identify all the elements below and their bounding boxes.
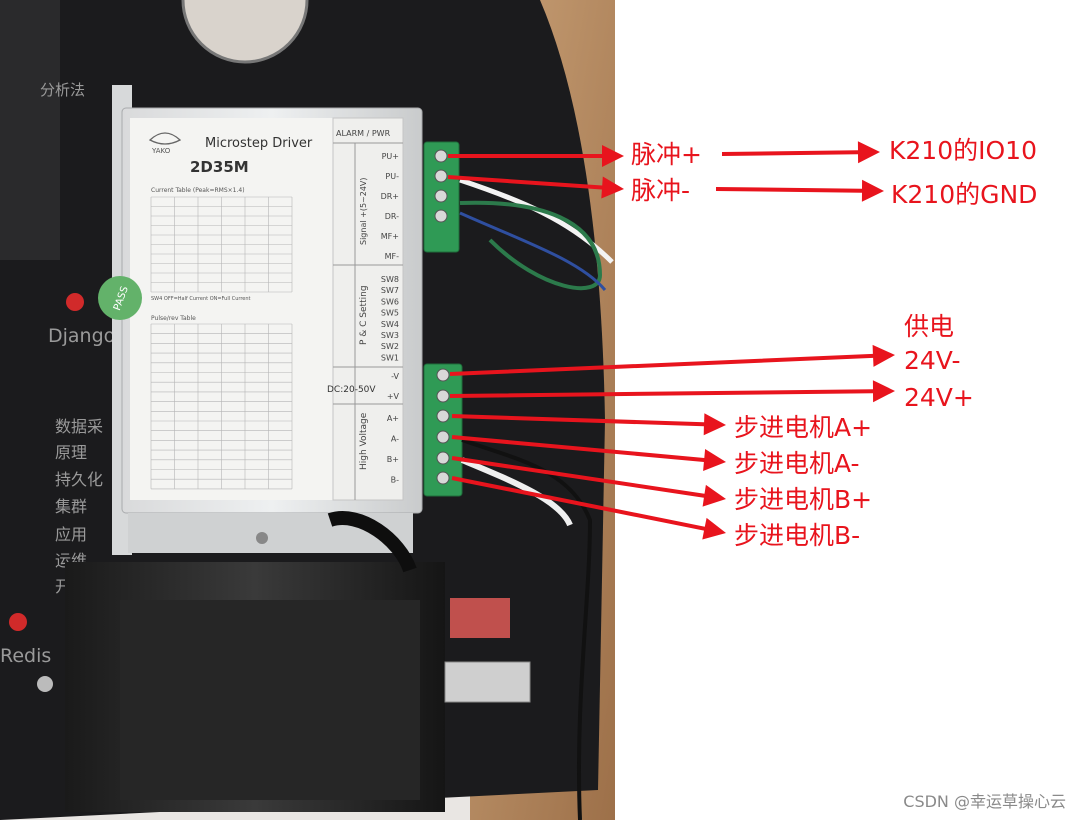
brand-text: YAKO	[151, 147, 171, 155]
mat-text: 原理	[55, 443, 87, 462]
arrow-pu-plus	[448, 145, 624, 167]
motor-face	[120, 600, 420, 800]
terminal-screw	[434, 189, 448, 203]
arrow-motor-b-plus	[451, 456, 726, 507]
watermark: CSDN @幸运草操心云	[903, 792, 1066, 811]
terminal-screw	[436, 451, 450, 465]
arrow-to-k210-io10	[722, 141, 880, 164]
alarm-pwr-label: ALARM / PWR	[336, 129, 391, 138]
terminal-screw	[436, 430, 450, 444]
current-table-note: SW4 OFF=Half Current ON=Full Current	[151, 296, 251, 302]
mat-text: Redis	[0, 645, 51, 667]
left-panel	[0, 0, 60, 260]
label-motor-a-plus: 步进电机A+	[734, 413, 873, 442]
arrow-motor-b-minus	[451, 476, 726, 540]
terminal-screws	[434, 149, 450, 485]
mat-text: 应用	[55, 525, 87, 544]
label-24v-minus: 24V-	[904, 346, 961, 375]
pin-label: SW1	[381, 353, 399, 362]
label-24v-plus: 24V+	[904, 383, 974, 412]
mat-text: 分析法	[40, 81, 85, 99]
photo-illustration: 分析法 Django 数据采 原理 持久化 集群 应用 运维 开发 Redis …	[0, 0, 615, 820]
arrow-motor-a-minus	[451, 435, 726, 471]
pin-label: PU-	[385, 172, 399, 181]
pin-label: DR-	[385, 212, 399, 221]
model-text: 2D35M	[190, 158, 249, 176]
label-motor-b-plus: 步进电机B+	[734, 485, 873, 514]
label-motor-b-minus: 步进电机B-	[734, 521, 861, 550]
top-knob	[181, 0, 309, 64]
terminal-screw	[434, 169, 448, 183]
pin-label: SW5	[381, 309, 399, 318]
screw	[256, 532, 268, 544]
terminal-screw	[436, 471, 450, 485]
dc-voltage-label: DC:20-50V	[327, 385, 376, 395]
pin-label: +V	[387, 392, 400, 401]
shaft-coupler	[450, 598, 510, 638]
label-k210-gnd: K210的GND	[891, 180, 1038, 209]
label-power-title: 供电	[904, 312, 955, 341]
pin-label: DR+	[381, 192, 399, 201]
terminal-screw	[436, 368, 450, 382]
mat-text: Django	[48, 325, 115, 347]
motor-cable	[327, 511, 417, 573]
wire-white	[460, 457, 573, 527]
pin-label: A-	[391, 435, 399, 444]
driver-pin-panel	[332, 117, 404, 501]
wire-green	[459, 200, 603, 291]
pin-label: B+	[387, 455, 399, 464]
terminal-screw	[434, 149, 448, 163]
pin-label: SW4	[381, 320, 399, 329]
pin-label: A+	[387, 414, 399, 423]
pin-label: SW2	[381, 342, 399, 351]
driver-photo: 分析法 Django 数据采 原理 持久化 集群 应用 运维 开发 Redis …	[0, 0, 615, 820]
motor-stud	[37, 676, 53, 692]
pulse-table	[150, 323, 293, 490]
label-pulse-minus: 脉冲-	[631, 176, 691, 205]
mat-text: 数据采	[55, 417, 103, 436]
label-pulse-plus: 脉冲+	[631, 140, 702, 169]
current-table-title: Current Table (Peak=RMS×1.4)	[151, 187, 245, 194]
label-motor-a-minus: 步进电机A-	[734, 449, 860, 478]
yako-logo	[148, 132, 182, 145]
mat-text: 集群	[55, 497, 87, 516]
wire-blue	[459, 211, 607, 291]
signal-group-label: Signal +(5~24V)	[359, 177, 368, 245]
driver-label-panel	[130, 118, 333, 500]
pin-label: MF-	[385, 252, 400, 261]
current-table	[150, 196, 293, 293]
arrow-motor-a-plus	[451, 413, 726, 436]
pin-label: -V	[391, 372, 399, 381]
pin-label: PU+	[382, 152, 399, 161]
pin-labels: PU+ PU- DR+ DR- MF+ MF- SW8SW7SW6SW5SW4SW3SW2S…	[381, 152, 400, 485]
pin-label: SW7	[381, 286, 399, 295]
model-line-text: Microstep Driver	[205, 136, 313, 151]
terminal-screw	[434, 209, 448, 223]
high-voltage-label: High Voltage	[359, 412, 369, 470]
red-dot	[66, 293, 84, 311]
pin-label: B-	[391, 476, 399, 485]
arrow-24v-minus	[449, 344, 895, 376]
arrow-pu-minus	[447, 175, 624, 199]
label-k210-io10: K210的IO10	[889, 136, 1037, 165]
wire-black	[461, 438, 593, 820]
pin-label: MF+	[381, 232, 399, 241]
pulse-table-title: Pulse/rev Table	[151, 315, 196, 322]
pin-label: SW3	[381, 331, 399, 340]
pass-sticker	[98, 276, 142, 320]
pin-label: SW8	[381, 275, 399, 284]
setting-group-label: P & C Setting	[359, 285, 369, 345]
pin-label: SW6	[381, 297, 399, 306]
motor-shaft	[444, 661, 531, 703]
arrow-24v-plus	[450, 380, 895, 403]
terminal-screw	[436, 409, 450, 423]
terminal-screw	[436, 389, 450, 403]
red-dot	[9, 613, 27, 631]
arrow-to-k210-gnd	[716, 179, 884, 202]
mat-text: 持久化	[55, 470, 103, 489]
